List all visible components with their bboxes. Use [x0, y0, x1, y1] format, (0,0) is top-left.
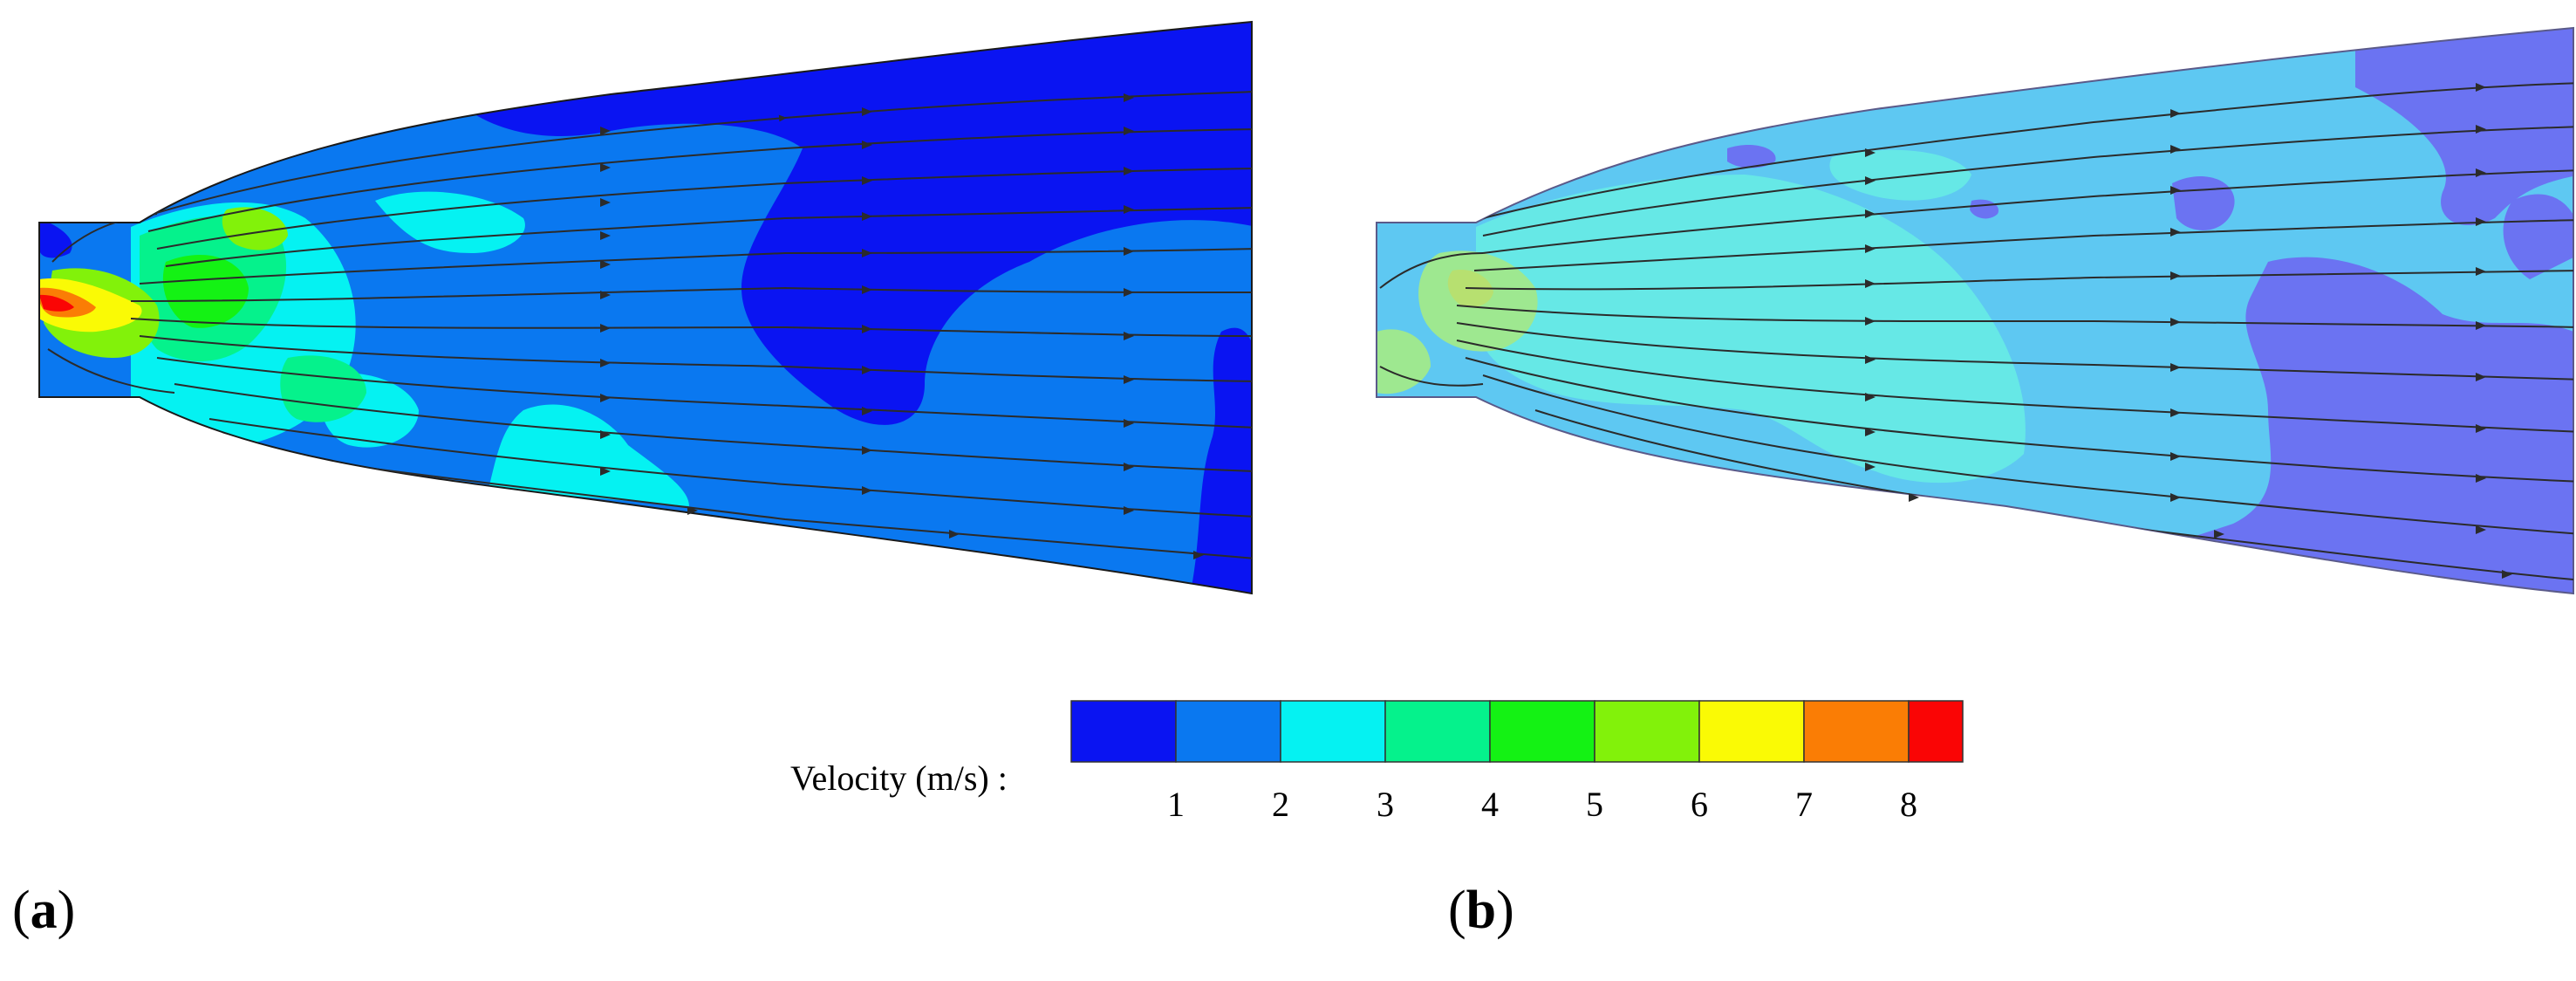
contour-region	[2172, 175, 2235, 230]
colorbar-tick-label: 6	[1691, 785, 1708, 824]
contour-region	[280, 355, 366, 422]
colorbar-tick-label: 1	[1167, 785, 1185, 824]
colorbar-swatch	[1908, 700, 1964, 763]
colorbar-swatch	[1384, 700, 1491, 763]
contour-region	[1475, 175, 2026, 484]
panel-label-a: (a)	[12, 883, 75, 937]
panel-b-contour	[1376, 26, 2574, 595]
colorbar-swatch	[1175, 700, 1281, 763]
contour-region	[419, 22, 1252, 425]
colorbar-tick-label: 8	[1900, 785, 1917, 824]
contour-region	[1377, 329, 1431, 394]
colorbar-swatch	[1280, 700, 1386, 763]
colorbar-tick-label: 7	[1795, 785, 1813, 824]
colorbar-tick-label: 3	[1377, 785, 1394, 824]
pipe-outline	[38, 20, 1253, 595]
contour-region	[1727, 144, 1776, 168]
colorbar-tick-label: 2	[1272, 785, 1289, 824]
colorbar-tick-label: 5	[1586, 785, 1603, 824]
label-open-paren: (	[12, 881, 31, 940]
contour-region	[222, 207, 288, 250]
streamline-arrows-a	[600, 93, 1204, 559]
colorbar-swatch	[1803, 700, 1910, 763]
label-open-paren: (	[1448, 881, 1466, 940]
panel-a-contour	[38, 20, 1253, 595]
contour-region	[489, 404, 689, 506]
contour-region	[1829, 149, 1971, 201]
label-letter: b	[1466, 881, 1497, 940]
streamline-arrows-b	[1865, 83, 2512, 579]
label-letter: a	[30, 881, 58, 940]
contour-region	[2503, 194, 2573, 279]
pipe-outline	[1376, 26, 2574, 595]
panel-label-b: (b)	[1448, 883, 1514, 937]
contour-region	[39, 294, 74, 312]
colorbar-tick-label: 4	[1481, 785, 1499, 824]
label-close-paren: )	[57, 881, 76, 940]
velocity-colorbar	[1070, 700, 1964, 763]
label-close-paren: )	[1496, 881, 1514, 940]
colorbar-swatch	[1489, 700, 1595, 763]
contour-region	[375, 191, 525, 253]
contour-region	[39, 218, 72, 258]
colorbar-swatch	[1698, 700, 1805, 763]
legend-title: Velocity (m/s) :	[790, 758, 1008, 798]
colorbar-swatch	[1070, 700, 1177, 763]
colorbar-swatch	[1594, 700, 1700, 763]
contour-region	[2355, 28, 2573, 226]
contour-region	[162, 254, 249, 328]
